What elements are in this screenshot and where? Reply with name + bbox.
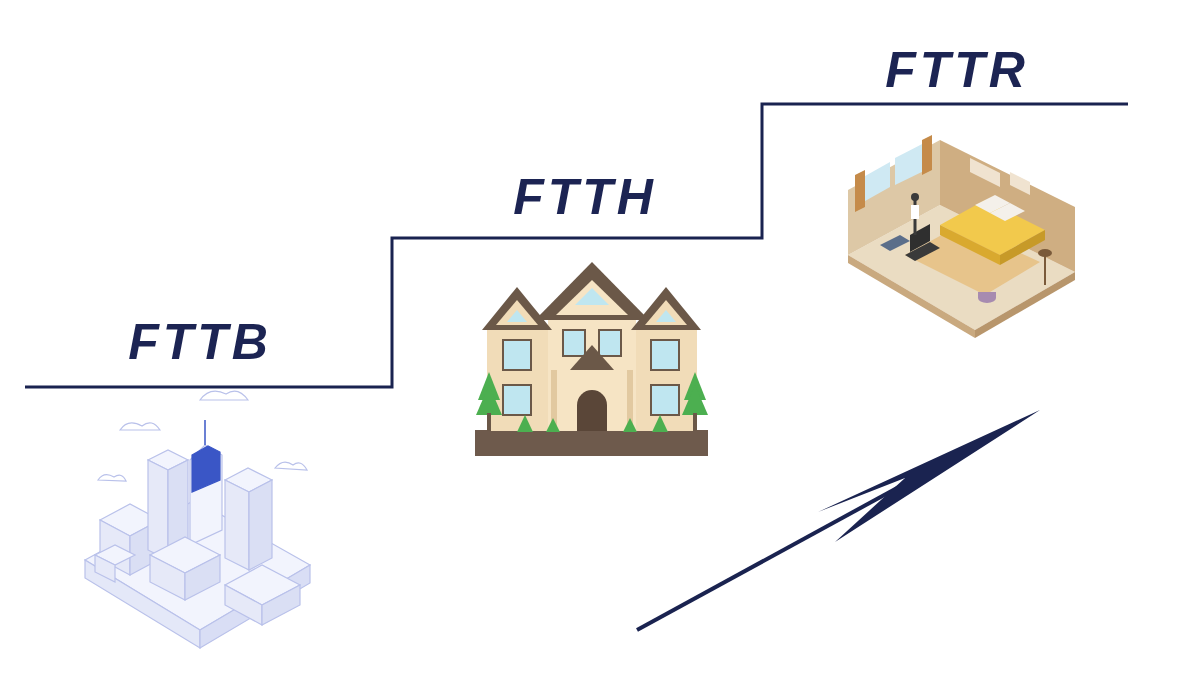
step-label: FTTB: [128, 317, 272, 367]
step-label: FTTR: [885, 45, 1029, 95]
rising-arrow: [637, 410, 1040, 630]
city-illustration: [85, 391, 310, 648]
step-label: FTTH: [513, 172, 657, 222]
room-illustration: [848, 135, 1075, 338]
staircase-line: [25, 104, 1128, 387]
house-illustration: [475, 262, 708, 456]
